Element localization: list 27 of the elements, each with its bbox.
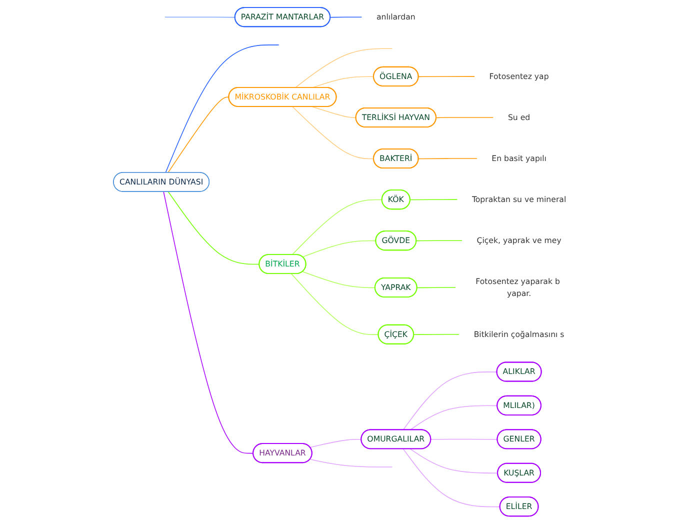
connector bbox=[292, 106, 374, 160]
connector bbox=[302, 240, 376, 258]
connector bbox=[410, 405, 498, 430]
connector bbox=[413, 334, 460, 335]
connector bbox=[330, 16, 362, 18]
connector bbox=[310, 458, 393, 468]
connector bbox=[164, 16, 236, 18]
connector bbox=[163, 191, 254, 454]
connector bbox=[312, 106, 356, 118]
connector bbox=[410, 448, 498, 474]
connector bbox=[310, 438, 362, 448]
connector bbox=[402, 372, 498, 430]
connector bbox=[165, 44, 280, 174]
connector bbox=[402, 448, 500, 508]
connector bbox=[416, 287, 456, 288]
connector bbox=[410, 199, 458, 200]
connector bbox=[430, 438, 498, 440]
connector bbox=[436, 117, 494, 118]
connector bbox=[416, 240, 462, 242]
connector bbox=[292, 199, 382, 256]
connector bbox=[418, 76, 475, 78]
connector bbox=[168, 96, 230, 174]
connector bbox=[418, 158, 478, 160]
connector bbox=[290, 273, 379, 335]
connector bbox=[302, 271, 376, 288]
connector bbox=[294, 48, 393, 88]
connector bbox=[168, 191, 260, 265]
